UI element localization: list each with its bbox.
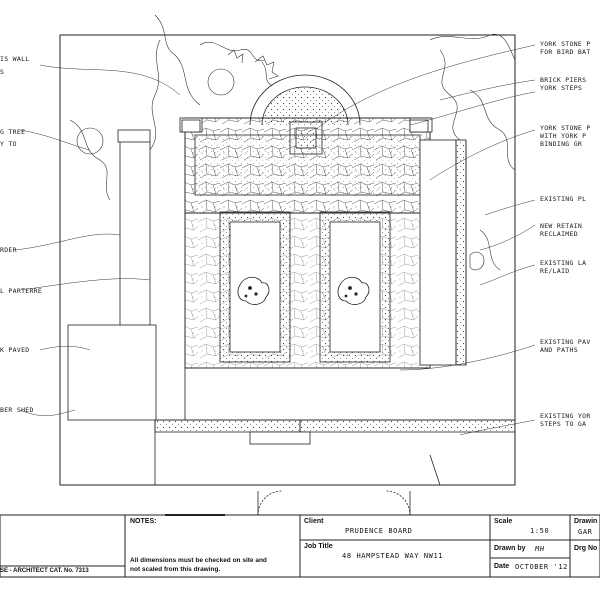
brick-piers [117, 119, 429, 143]
left-border [67, 142, 157, 485]
label-border: RDER [0, 246, 17, 254]
label-s: S [0, 68, 5, 76]
upper-terrace [179, 117, 433, 214]
label-line: YORK STONE P [540, 124, 591, 132]
label-line: STEPS TO GA [540, 420, 587, 428]
scale-label: Scale [494, 518, 513, 525]
date-value: OCTOBER '12 [515, 563, 568, 571]
label-line: RE/LAID [540, 267, 570, 275]
notes-heading-text: NOTES: [130, 518, 157, 525]
scale-value: 1:50 [530, 527, 550, 535]
label-line: BRICK PIERS [540, 76, 587, 84]
client-label: Client [304, 518, 324, 525]
label-shed: BER SHED [0, 406, 34, 414]
parterre-beds [219, 211, 391, 363]
label-parterre: L PARTERRE [0, 287, 43, 295]
label-line: EXISTING YOR [540, 412, 591, 420]
title-block-frame [0, 514, 600, 578]
notes-heading: NOTES: [130, 518, 156, 525]
label-line: YORK STEPS [540, 84, 583, 92]
drawn-by-value: MH [535, 545, 545, 553]
drawing-value: GAR [578, 528, 593, 536]
label-line: EXISTING LA [540, 259, 587, 267]
date-label: Date [494, 563, 510, 570]
existing-lawn [154, 368, 516, 486]
leader-lines [14, 44, 536, 436]
label-line: BINDING GR [540, 140, 583, 148]
planting-sketch [69, 14, 516, 271]
label-line: FOR BIRD BAT [540, 48, 591, 56]
label-line: YORK STONE P [540, 40, 591, 48]
label-to: Y TO [0, 140, 17, 148]
job-title-label: Job Title [304, 543, 333, 550]
label-line: AND PATHS [540, 346, 578, 354]
label-paved: K PAVED [0, 346, 30, 354]
label-line: NEW RETAIN [540, 222, 583, 230]
architect-catalogue: SE - ARCHITECT CAT. No. 7313 [0, 568, 89, 574]
label-line: RECLAIMED [540, 230, 578, 238]
label-line: EXISTING PAV [540, 338, 591, 346]
label-tree: G TREE [0, 128, 26, 136]
drawing-label: Drawin [574, 518, 598, 525]
label-wall: IS WALL [0, 55, 30, 63]
notes-text-1: All dimensions must be checked on site a… [130, 557, 267, 564]
drg-no-label: Drg No [574, 545, 598, 552]
job-title-value: 48 HAMPSTEAD WAY NW11 [342, 552, 444, 560]
label-existing-planting: EXISTING PL [540, 195, 587, 203]
drawn-by-label: Drawn by [494, 545, 526, 552]
garden-boundary [59, 34, 516, 486]
house-doors [165, 490, 411, 516]
notes-text-2: not scaled from this drawing. [130, 566, 221, 573]
client-value: PRUDENCE BOARD [345, 527, 413, 535]
label-line: WITH YORK P [540, 132, 587, 140]
right-retaining-wall [419, 139, 467, 366]
